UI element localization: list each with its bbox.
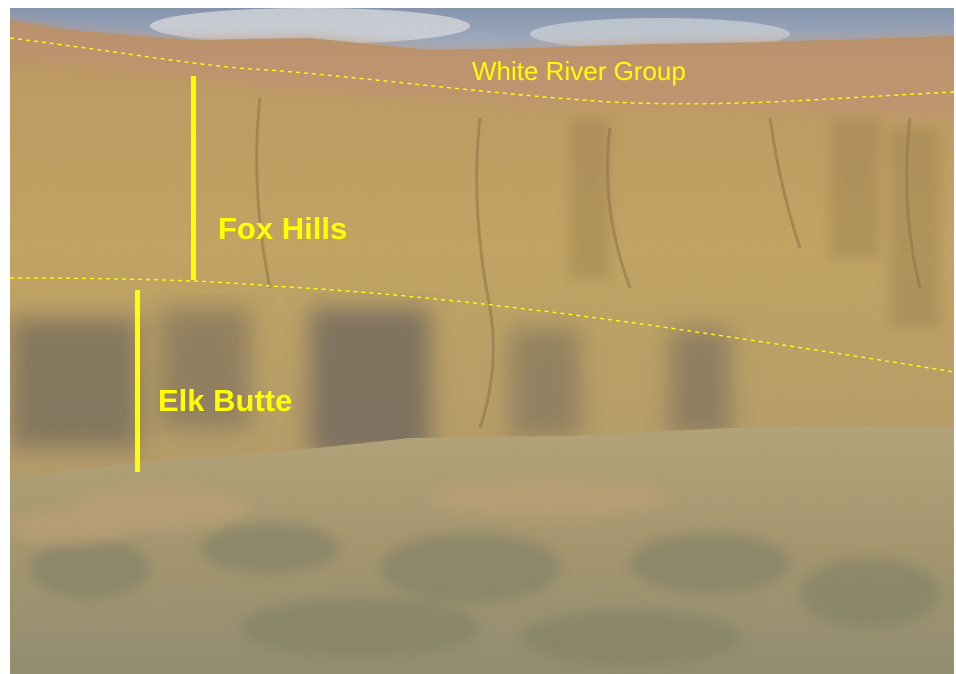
contact-top-white-river bbox=[10, 37, 954, 105]
fox-hills-label: Fox Hills bbox=[218, 211, 348, 246]
contact-fox-hills-base bbox=[10, 277, 954, 373]
fox-hills-bar bbox=[191, 76, 196, 280]
white-river-group-label: White River Group bbox=[472, 56, 686, 86]
elk-butte-bar bbox=[135, 290, 140, 472]
texture bbox=[10, 8, 954, 674]
outcrop-scene bbox=[10, 8, 954, 674]
elk-butte-label: Elk Butte bbox=[158, 383, 293, 418]
outcrop-photo: White River Group Fox Hills Elk Butte bbox=[10, 8, 954, 674]
